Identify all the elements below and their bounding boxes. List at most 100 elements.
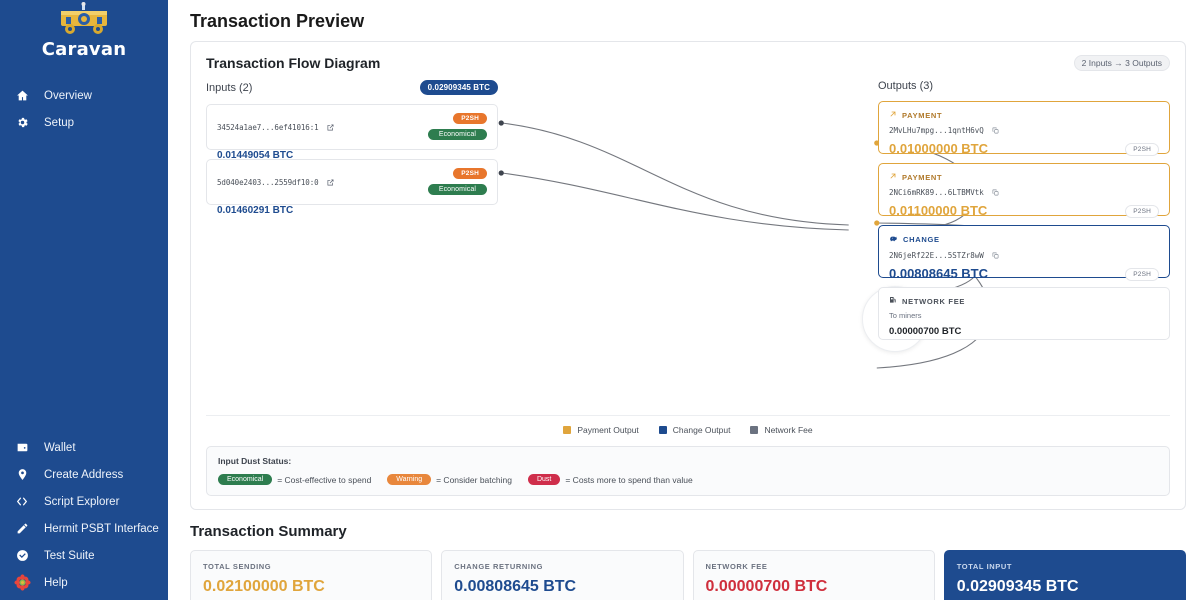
piggy-bank-icon bbox=[889, 234, 898, 245]
flow-diagram-title: Transaction Flow Diagram bbox=[206, 55, 381, 71]
dust-chip: Economical bbox=[218, 474, 273, 485]
output-address: 2N6jeRf22E...5STZr8wW bbox=[889, 251, 984, 260]
output-type-label: PAYMENT bbox=[902, 110, 943, 120]
output-amount-row: 0.00808645 BTC P2SH bbox=[889, 266, 1159, 281]
sidebar-item-hermit-psbt[interactable]: Hermit PSBT Interface bbox=[0, 515, 168, 542]
flower-help-icon bbox=[9, 574, 35, 591]
sidebar-item-create-address-label: Create Address bbox=[44, 468, 124, 481]
output-type-label: PAYMENT bbox=[902, 172, 943, 182]
copy-icon[interactable] bbox=[992, 189, 999, 198]
sidebar-item-create-address[interactable]: Create Address bbox=[0, 461, 168, 488]
summary-card-total-sending: TOTAL SENDING 0.02100000 BTC bbox=[190, 550, 433, 600]
sidebar-item-help[interactable]: Help bbox=[0, 569, 168, 596]
summary-card-label: NETWORK FEE bbox=[705, 562, 768, 571]
summary-cards: TOTAL SENDING 0.02100000 BTC CHANGE RETU… bbox=[190, 550, 1186, 600]
inputs-total-badge: 0.02909345 BTC bbox=[419, 80, 498, 95]
output-address: 2NCi6mRK89...6LTBMVtk bbox=[889, 188, 984, 197]
inputs-header: Inputs (2) 0.02909345 BTC bbox=[206, 80, 498, 95]
input-txid-wrap[interactable]: 34524a1ae7...6ef41016:1 bbox=[217, 117, 334, 136]
sidebar-item-test-suite-label: Test Suite bbox=[44, 549, 95, 562]
fee-type-label: NETWORK FEE bbox=[902, 296, 966, 306]
input-dust-badge: Economical bbox=[427, 184, 487, 195]
sidebar-top-nav: Overview Setup bbox=[0, 82, 168, 136]
output-row-payment[interactable]: PAYMENT 2MvLHu7mpg...1qntH6vQ 0.01000000… bbox=[878, 101, 1170, 156]
summary-card-total-input: TOTAL INPUT 0.02909345 BTC bbox=[943, 550, 1186, 600]
dust-chip: Dust bbox=[527, 474, 561, 485]
summary-card-network-fee: NETWORK FEE 0.00000700 BTC 0.02% of tota… bbox=[692, 550, 935, 600]
input-txid: 34524a1ae7...6ef41016:1 bbox=[217, 123, 319, 132]
fee-type-row: NETWORK FEE bbox=[889, 296, 1159, 306]
input-badges: P2SH Economical bbox=[427, 168, 487, 195]
output-amount: 0.01000000 BTC bbox=[889, 141, 989, 156]
sidebar-bottom-nav: Wallet Create Address Script Explorer He… bbox=[0, 434, 168, 600]
output-script-chip: P2SH bbox=[1125, 205, 1159, 218]
input-amount: 0.01449054 BTC bbox=[217, 150, 294, 161]
dust-legend-economical: Economical = Cost-effective to spend bbox=[218, 474, 371, 485]
dust-chip-desc: = Consider batching bbox=[436, 474, 512, 485]
output-amount: 0.00808645 BTC bbox=[889, 266, 989, 281]
fee-amount: 0.00000700 BTC bbox=[889, 326, 962, 337]
check-circle-icon bbox=[9, 549, 35, 562]
legend-label: Change Output bbox=[672, 425, 731, 435]
summary-card-value: 0.00000700 BTC bbox=[705, 578, 828, 595]
pencil-icon bbox=[9, 522, 35, 535]
dust-status-legend: Economical = Cost-effective to spend War… bbox=[218, 474, 1158, 485]
page-title: Transaction Preview bbox=[190, 11, 365, 31]
legend-item-payment: Payment Output bbox=[563, 425, 639, 435]
output-amount-row: 0.01100000 BTC P2SH bbox=[889, 203, 1159, 218]
output-row-change[interactable]: CHANGE 2N6jeRf22E...5STZr8wW 0.00808645 … bbox=[878, 225, 1170, 281]
gear-icon bbox=[9, 116, 35, 129]
input-badges: P2SH Economical bbox=[427, 113, 487, 140]
external-link-icon[interactable] bbox=[327, 118, 334, 135]
input-row[interactable]: 34524a1ae7...6ef41016:1 P2SH Economical … bbox=[206, 104, 498, 161]
external-link-icon[interactable] bbox=[327, 173, 334, 190]
transaction-flow-card: Transaction Flow Diagram 2 Inputs → 3 Ou… bbox=[190, 41, 1186, 510]
home-icon bbox=[9, 89, 35, 102]
dust-chip: Warning bbox=[387, 474, 432, 485]
copy-icon[interactable] bbox=[992, 252, 999, 261]
brand[interactable]: Caravan bbox=[0, 0, 168, 70]
dust-status-title: Input Dust Status: bbox=[218, 456, 292, 466]
sidebar-item-setup-label: Setup bbox=[44, 116, 75, 129]
wagon-logo-icon bbox=[0, 2, 168, 41]
output-type-row: PAYMENT bbox=[889, 110, 1159, 120]
sidebar-item-setup[interactable]: Setup bbox=[0, 109, 168, 136]
output-address-wrap: 2NCi6mRK89...6LTBMVtk bbox=[889, 188, 1159, 198]
input-txid: 5d040e2403...2559df10:0 bbox=[217, 178, 319, 187]
output-row-payment[interactable]: PAYMENT 2NCi6mRK89...6LTBMVtk 0.01100000… bbox=[878, 163, 1170, 218]
sidebar-item-overview-label: Overview bbox=[44, 89, 92, 102]
sidebar: Caravan Overview Setup Wallet bbox=[0, 0, 168, 600]
summary-card-label: CHANGE RETURNING bbox=[454, 562, 544, 571]
output-type-row: CHANGE bbox=[889, 234, 1159, 245]
transaction-summary-title: Transaction Summary bbox=[190, 523, 347, 540]
fee-subtitle: To miners bbox=[889, 311, 922, 320]
inputs-column: Inputs (2) 0.02909345 BTC 34524a1ae7...6… bbox=[206, 80, 498, 216]
flow-diagram: Inputs (2) 0.02909345 BTC 34524a1ae7...6… bbox=[206, 80, 1170, 410]
legend-swatch-change-icon bbox=[658, 426, 667, 434]
output-amount-row: 0.01000000 BTC P2SH bbox=[889, 141, 1159, 156]
output-amount: 0.01100000 BTC bbox=[889, 203, 988, 218]
dust-chip-desc: = Cost-effective to spend bbox=[277, 474, 372, 485]
input-txid-wrap[interactable]: 5d040e2403...2559df10:0 bbox=[217, 172, 334, 191]
summary-card-change-returning: CHANGE RETURNING 0.00808645 BTC bbox=[441, 550, 684, 600]
summary-card-value: 0.02909345 BTC bbox=[956, 578, 1079, 595]
sidebar-item-wallet[interactable]: Wallet bbox=[0, 434, 168, 461]
legend-label: Payment Output bbox=[577, 425, 639, 435]
location-pin-icon bbox=[9, 468, 35, 481]
input-row[interactable]: 5d040e2403...2559df10:0 P2SH Economical … bbox=[206, 159, 498, 216]
copy-icon[interactable] bbox=[992, 127, 999, 136]
outputs-heading: Outputs (3) bbox=[878, 80, 934, 92]
sidebar-item-help-label: Help bbox=[44, 576, 68, 589]
wallet-icon bbox=[9, 441, 35, 454]
input-dust-status: Input Dust Status: Economical = Cost-eff… bbox=[206, 446, 1170, 496]
sidebar-item-test-suite[interactable]: Test Suite bbox=[0, 542, 168, 569]
sidebar-item-overview[interactable]: Overview bbox=[0, 82, 168, 109]
sidebar-item-script-explorer[interactable]: Script Explorer bbox=[0, 488, 168, 515]
sidebar-item-script-explorer-label: Script Explorer bbox=[44, 495, 120, 508]
dust-legend-dust: Dust = Costs more to spend than value bbox=[527, 474, 693, 485]
summary-card-label: TOTAL SENDING bbox=[203, 562, 272, 571]
dust-chip-desc: = Costs more to spend than value bbox=[565, 474, 693, 485]
output-address-wrap: 2N6jeRf22E...5STZr8wW bbox=[889, 251, 1159, 261]
legend-item-fee: Network Fee bbox=[750, 425, 813, 435]
